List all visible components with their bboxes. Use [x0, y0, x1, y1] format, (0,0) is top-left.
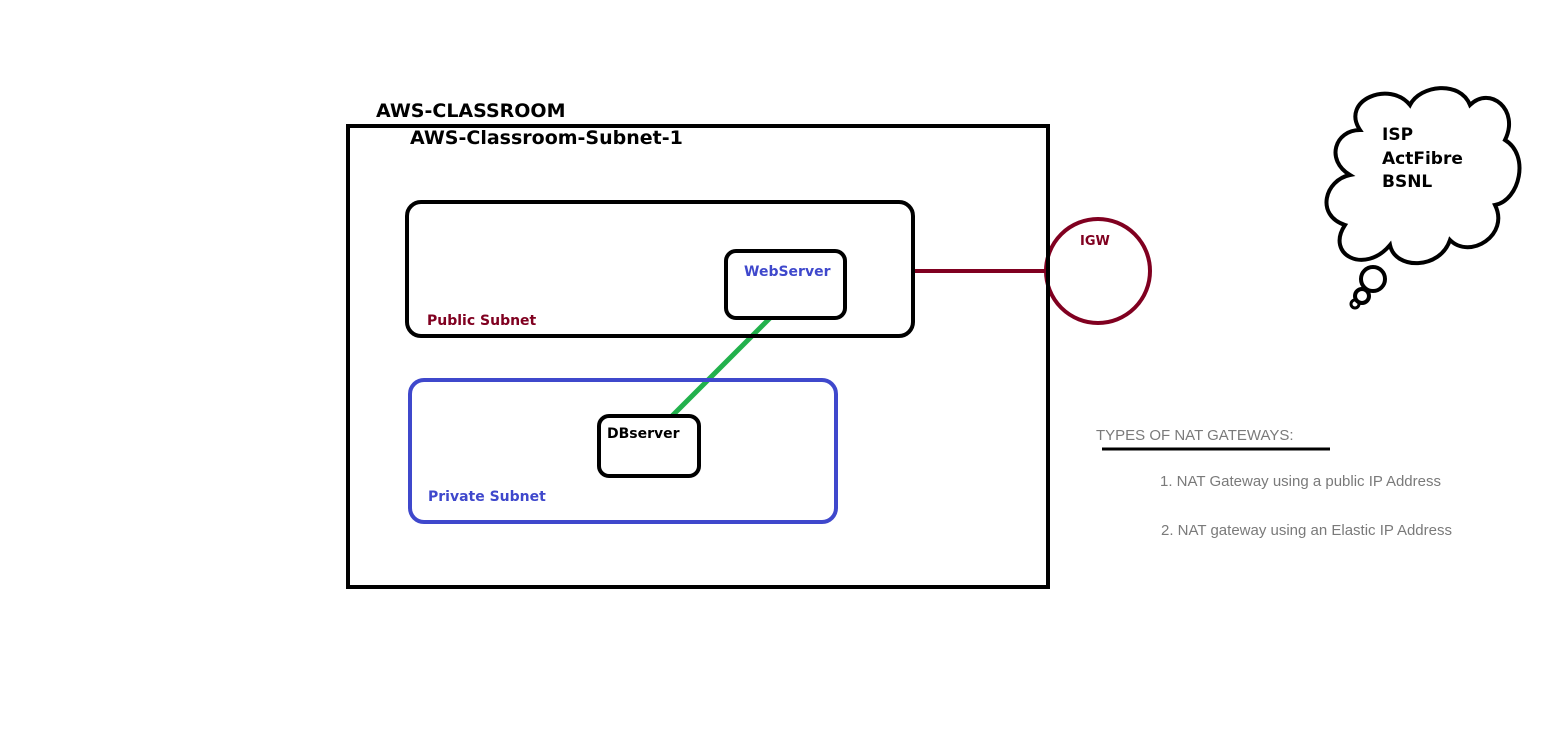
igw-label: IGW	[1080, 234, 1110, 249]
isp-line-2: ActFibre	[1382, 149, 1463, 169]
vpc-box	[346, 124, 1050, 589]
subnet-title: AWS-Classroom-Subnet-1	[410, 127, 683, 149]
cloud-bubble-medium	[1353, 287, 1371, 305]
dbserver-box	[597, 414, 701, 478]
cloud-bubble-small	[1349, 298, 1361, 310]
nat-type-item-2: 2. NAT gateway using an Elastic IP Addre…	[1161, 522, 1452, 539]
private-subnet-box	[408, 378, 838, 524]
nat-type-item-1: 1. NAT Gateway using a public IP Address	[1160, 473, 1441, 490]
webserver-label: WebServer	[744, 264, 831, 280]
nat-types-heading: TYPES OF NAT GATEWAYS:	[1096, 427, 1294, 444]
dbserver-label: DBserver	[607, 426, 680, 442]
cloud-bubble-large	[1359, 265, 1387, 293]
vpc-title: AWS-CLASSROOM	[376, 100, 566, 122]
public-subnet-label: Public Subnet	[427, 313, 537, 329]
webserver-box	[724, 249, 847, 320]
isp-line-3: BSNL	[1382, 172, 1433, 192]
private-subnet-label: Private Subnet	[428, 489, 546, 505]
public-subnet-box	[405, 200, 915, 338]
isp-cloud-shape	[1324, 86, 1522, 266]
isp-line-1: ISP	[1382, 125, 1414, 145]
